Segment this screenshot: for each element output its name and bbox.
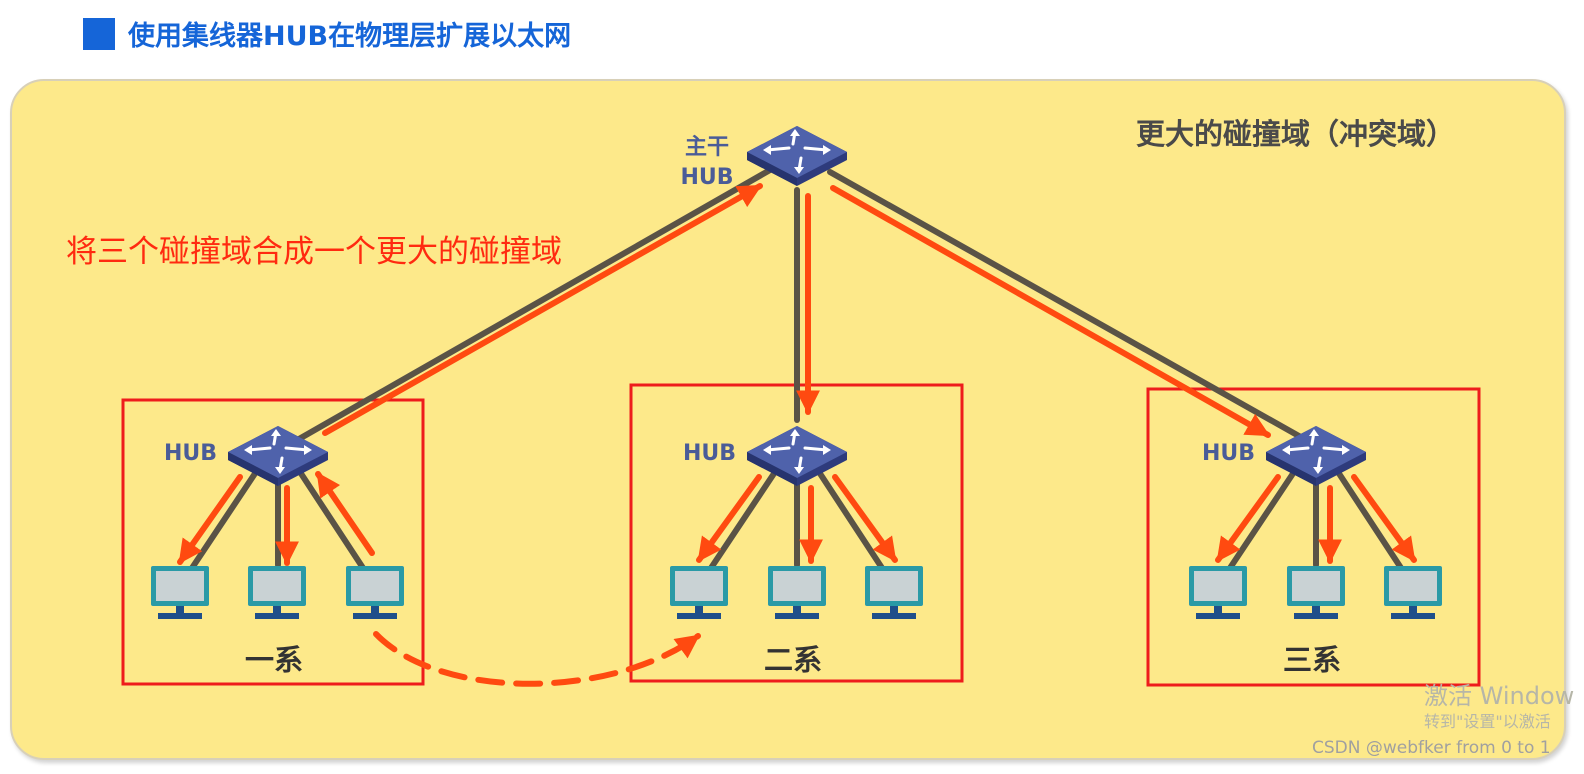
computer-icon [1189, 566, 1247, 619]
computer-icon [151, 566, 209, 619]
computer-icon [865, 566, 923, 619]
arrow-backbone-to-hub3 [830, 185, 1271, 438]
dept-label-1: 一系 [245, 643, 304, 677]
computer-icon [346, 566, 404, 619]
windows-activation-hint: 转到"设置"以激活 [1424, 712, 1551, 731]
link-backbone-hub3 [827, 169, 1309, 443]
dept-label-2: 二系 [764, 643, 823, 677]
signal-arrows [177, 183, 1417, 687]
hub-label-dept-1: HUB [164, 441, 218, 466]
title-marker [83, 18, 115, 50]
diagram-panel [10, 79, 1566, 760]
dept-label-3: 三系 [1283, 643, 1342, 677]
hub-label-dept-3: HUB [1202, 441, 1256, 466]
collision-domain-label: 更大的碰撞域（冲突域） [1136, 117, 1456, 151]
backbone-label-line2: HUB [680, 165, 734, 190]
computer-icon [670, 566, 728, 619]
arrow-dept1-to-dept2-dashed [373, 631, 701, 687]
link-backbone-hub1 [289, 167, 773, 446]
merge-annotation: 将三个碰撞域合成一个更大的碰撞域 [66, 234, 562, 270]
frame-dept-1 [121, 398, 425, 686]
computer-icon [1384, 566, 1442, 619]
computer-icon [248, 566, 306, 619]
hub-label-dept-2: HUB [683, 441, 737, 466]
csdn-credit: CSDN @webfker from 0 to 1 [1312, 738, 1551, 758]
backbone-label-line1: 主干 [684, 135, 729, 160]
computer-icon [1287, 566, 1345, 619]
computer-icon [768, 566, 826, 619]
windows-activation-watermark: 激活 Window [1424, 682, 1575, 710]
arrow-hub1-to-backbone [322, 183, 763, 436]
page-title: 使用集线器HUB在物理层扩展以太网 [128, 21, 572, 52]
backbone-hub-label: 主干 HUB [677, 133, 737, 193]
frame-dept-3 [1146, 387, 1481, 687]
